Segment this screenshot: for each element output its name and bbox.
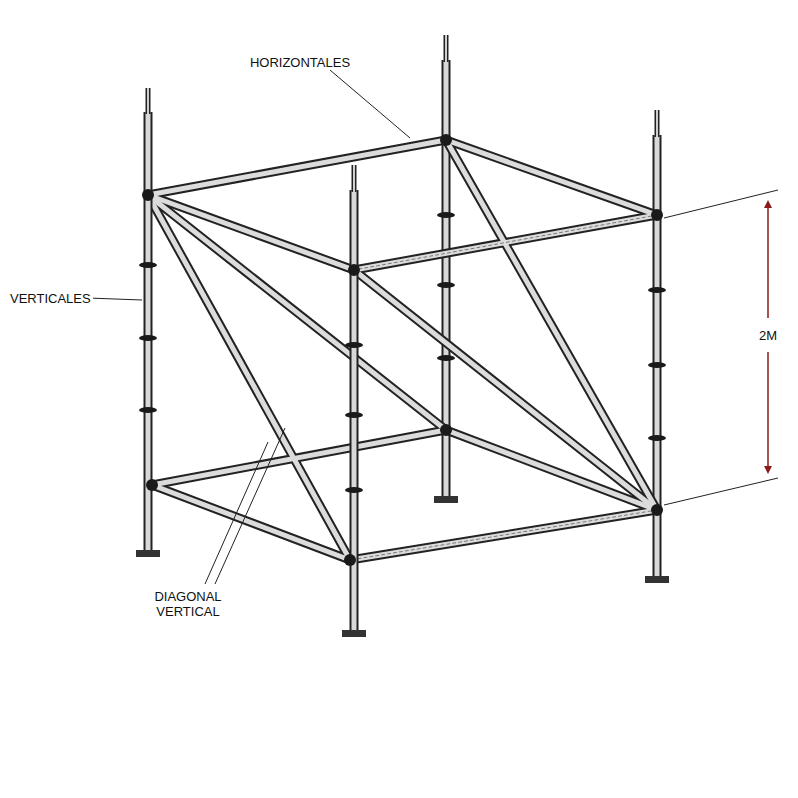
vertical-posts-front <box>136 88 366 637</box>
part-label: DIAGONAL VERTICAL <box>144 589 232 619</box>
horizontal-tubes <box>148 140 657 560</box>
part-label: VERTICALES <box>8 291 93 306</box>
rosettes <box>139 134 666 566</box>
vertical-posts <box>434 35 669 583</box>
part-label: HORIZONTALES <box>248 55 352 70</box>
dimension-label: 2M <box>757 328 779 343</box>
leader-lines <box>88 70 778 584</box>
